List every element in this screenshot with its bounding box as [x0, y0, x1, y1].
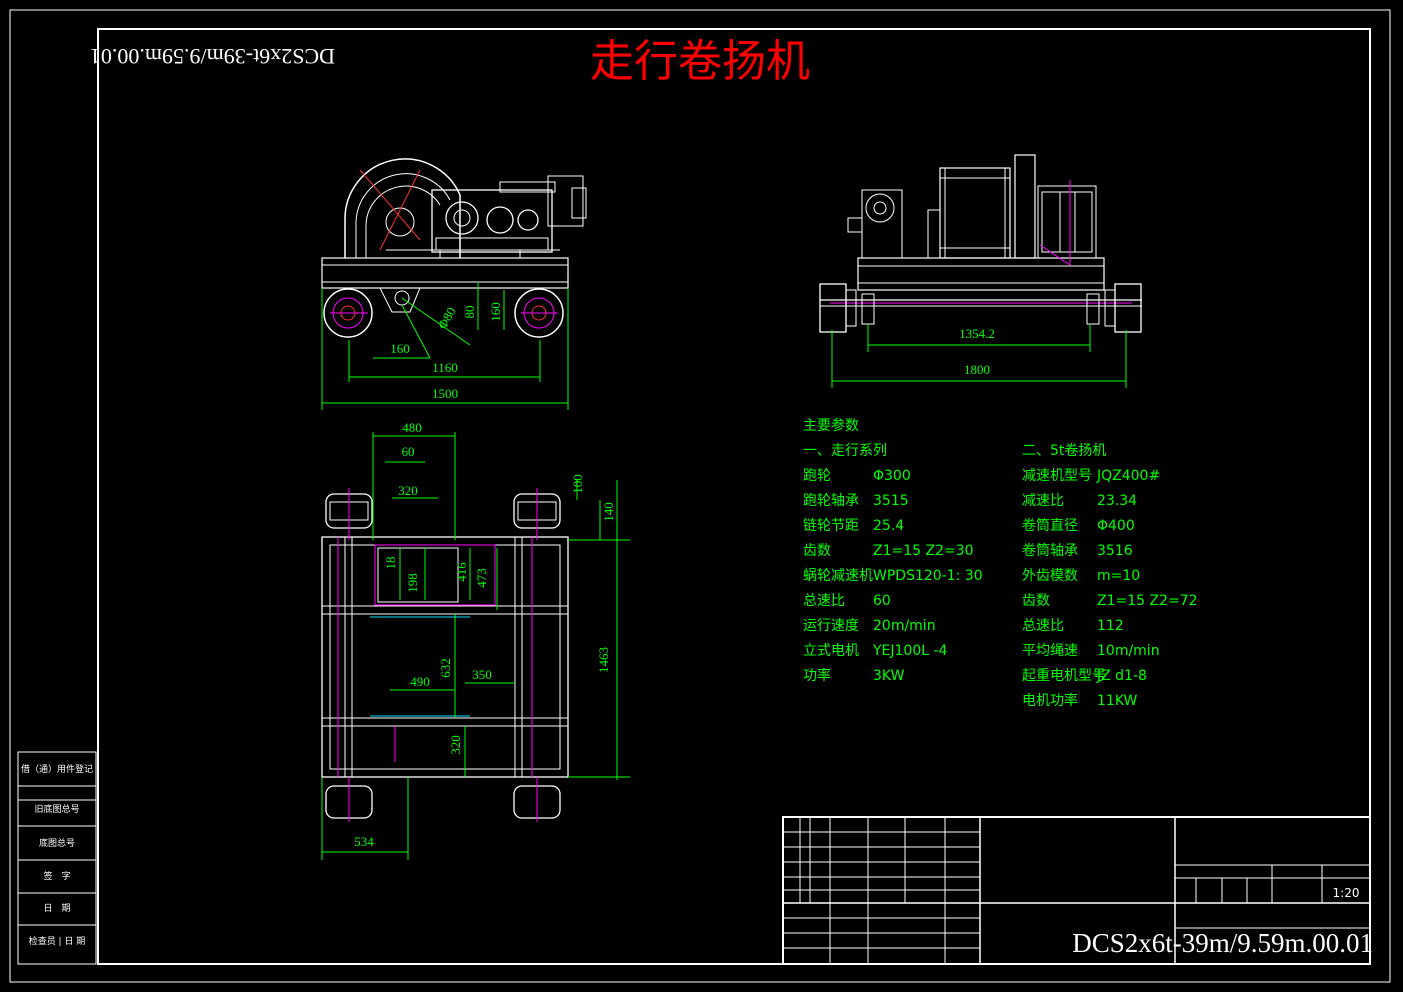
- svg-text:Z1=15 Z2=30: Z1=15 Z2=30: [873, 543, 974, 559]
- dim-320-top: 320: [398, 483, 418, 498]
- svg-text:10m/min: 10m/min: [1097, 643, 1160, 659]
- svg-text:减速机型号: 减速机型号: [1022, 468, 1092, 484]
- svg-text:总速比: 总速比: [803, 593, 845, 609]
- svg-text:Φ300: Φ300: [873, 468, 911, 484]
- svg-text:齿数: 齿数: [1022, 593, 1050, 609]
- svg-text:60: 60: [873, 593, 891, 609]
- svg-text:JZ d1-8: JZ d1-8: [1096, 668, 1147, 684]
- dim-480: 480: [402, 420, 422, 435]
- svg-text:减速比: 减速比: [1022, 493, 1064, 509]
- side-label-sign: 签 字: [43, 870, 70, 882]
- side-view: 1354.2 1800: [819, 154, 1142, 388]
- svg-text:卷筒直径: 卷筒直径: [1022, 517, 1078, 534]
- svg-text:跑轮: 跑轮: [803, 468, 831, 484]
- svg-text:跑轮轴承: 跑轮轴承: [803, 493, 859, 509]
- side-label-date: 日 期: [43, 903, 70, 914]
- dim-100: 100: [570, 474, 585, 494]
- svg-text:齿数: 齿数: [803, 543, 831, 559]
- side-label-base: 底图总号: [39, 837, 75, 849]
- dim-1463: 1463: [596, 647, 611, 673]
- svg-text:11KW: 11KW: [1097, 693, 1137, 709]
- side-label-borrowed: 借（通）用件登记: [21, 763, 93, 775]
- dim-473: 473: [474, 568, 489, 588]
- dim-1500: 1500: [432, 386, 458, 401]
- dim-1800: 1800: [964, 362, 990, 377]
- svg-text:112: 112: [1097, 618, 1124, 634]
- dim-60: 60: [402, 444, 415, 459]
- svg-text:卷筒轴承: 卷筒轴承: [1022, 542, 1078, 559]
- title-block: 1:20 DCS2x6t-39m/9.59m.00.01: [782, 816, 1373, 965]
- dim-18: 18: [383, 557, 398, 570]
- drawing-title: 走行卷扬机: [590, 36, 810, 87]
- dim-140: 140: [601, 502, 616, 522]
- dim-416: 416: [454, 562, 469, 582]
- inner-border: [97, 28, 1371, 965]
- svg-text:立式电机: 立式电机: [803, 643, 859, 659]
- dim-490: 490: [410, 674, 430, 689]
- dim-phi80: Φ80: [435, 305, 459, 332]
- svg-text:YEJ100L -4: YEJ100L -4: [872, 643, 948, 659]
- dim-1160: 1160: [432, 360, 458, 375]
- svg-text:DCS2x6t-39m/9.59m.00.01: DCS2x6t-39m/9.59m.00.01: [90, 44, 335, 69]
- svg-text:m=10: m=10: [1097, 568, 1140, 584]
- outer-border: [9, 9, 1391, 983]
- svg-text:3516: 3516: [1097, 543, 1133, 559]
- params-section1-rows: 跑轮 Φ300 跑轮轴承 3515 链轮节距 25.4 齿数 Z1=15 Z2=30 蜗…: [803, 468, 983, 684]
- drawing-number: DCS2x6t-39m/9.59m.00.01: [1072, 928, 1373, 958]
- svg-text:Z1=15 Z2=72: Z1=15 Z2=72: [1097, 593, 1198, 609]
- mirrored-drawing-number: DCS2x6t-39m/9.59m.00.01: [90, 44, 335, 69]
- params-section2-title: 二、5t卷扬机: [1022, 443, 1106, 459]
- front-view: 1500 1160 160 Φ80 160 80: [321, 158, 587, 410]
- dim-320-bottom: 320: [448, 735, 463, 755]
- dim-1354-2: 1354.2: [959, 326, 995, 341]
- svg-text:25.4: 25.4: [873, 518, 904, 534]
- params-section1-title: 一、走行系列: [803, 443, 887, 459]
- dim-160-a: 160: [390, 341, 410, 356]
- dim-80: 80: [462, 306, 477, 319]
- params-heading: 主要参数: [803, 417, 859, 434]
- dim-160-b: 160: [488, 302, 503, 322]
- svg-text:电机功率: 电机功率: [1022, 692, 1078, 709]
- svg-text:起重电机型号: 起重电机型号: [1022, 668, 1106, 684]
- svg-text:Φ400: Φ400: [1097, 518, 1135, 534]
- parameters: 主要参数 一、走行系列 跑轮 Φ300 跑轮轴承 3515 链轮节距 25.4 齿数 Z…: [803, 417, 1198, 709]
- svg-text:蜗轮减速机: 蜗轮减速机: [803, 568, 873, 584]
- dim-534: 534: [354, 834, 374, 849]
- svg-text:功率: 功率: [803, 667, 831, 684]
- svg-text:外齿模数: 外齿模数: [1022, 568, 1078, 584]
- plan-view: 480 60 320 100 140 18 198 416 473 1463 6…: [321, 420, 630, 860]
- side-label-inspector: 检查员 | 日 期: [29, 935, 86, 947]
- dim-198: 198: [405, 573, 420, 593]
- svg-text:运行速度: 运行速度: [803, 618, 859, 634]
- svg-text:20m/min: 20m/min: [873, 618, 936, 634]
- dim-632: 632: [438, 658, 453, 678]
- svg-text:3515: 3515: [873, 493, 909, 509]
- svg-text:WPDS120-1: 30: WPDS120-1: 30: [873, 568, 983, 584]
- svg-text:3KW: 3KW: [873, 668, 905, 684]
- svg-text:23.34: 23.34: [1097, 493, 1137, 509]
- svg-text:总速比: 总速比: [1022, 618, 1064, 634]
- scale: 1:20: [1333, 886, 1360, 900]
- svg-text:链轮节距: 链轮节距: [803, 518, 859, 534]
- side-panel: 借（通）用件登记 旧底图总号 底图总号 签 字 日 期 检查员 | 日 期: [17, 751, 97, 965]
- svg-text:JQZ400#: JQZ400#: [1096, 468, 1160, 484]
- dim-350: 350: [472, 667, 492, 682]
- svg-text:平均绳速: 平均绳速: [1022, 643, 1078, 659]
- side-label-old-base: 旧底图总号: [34, 803, 79, 815]
